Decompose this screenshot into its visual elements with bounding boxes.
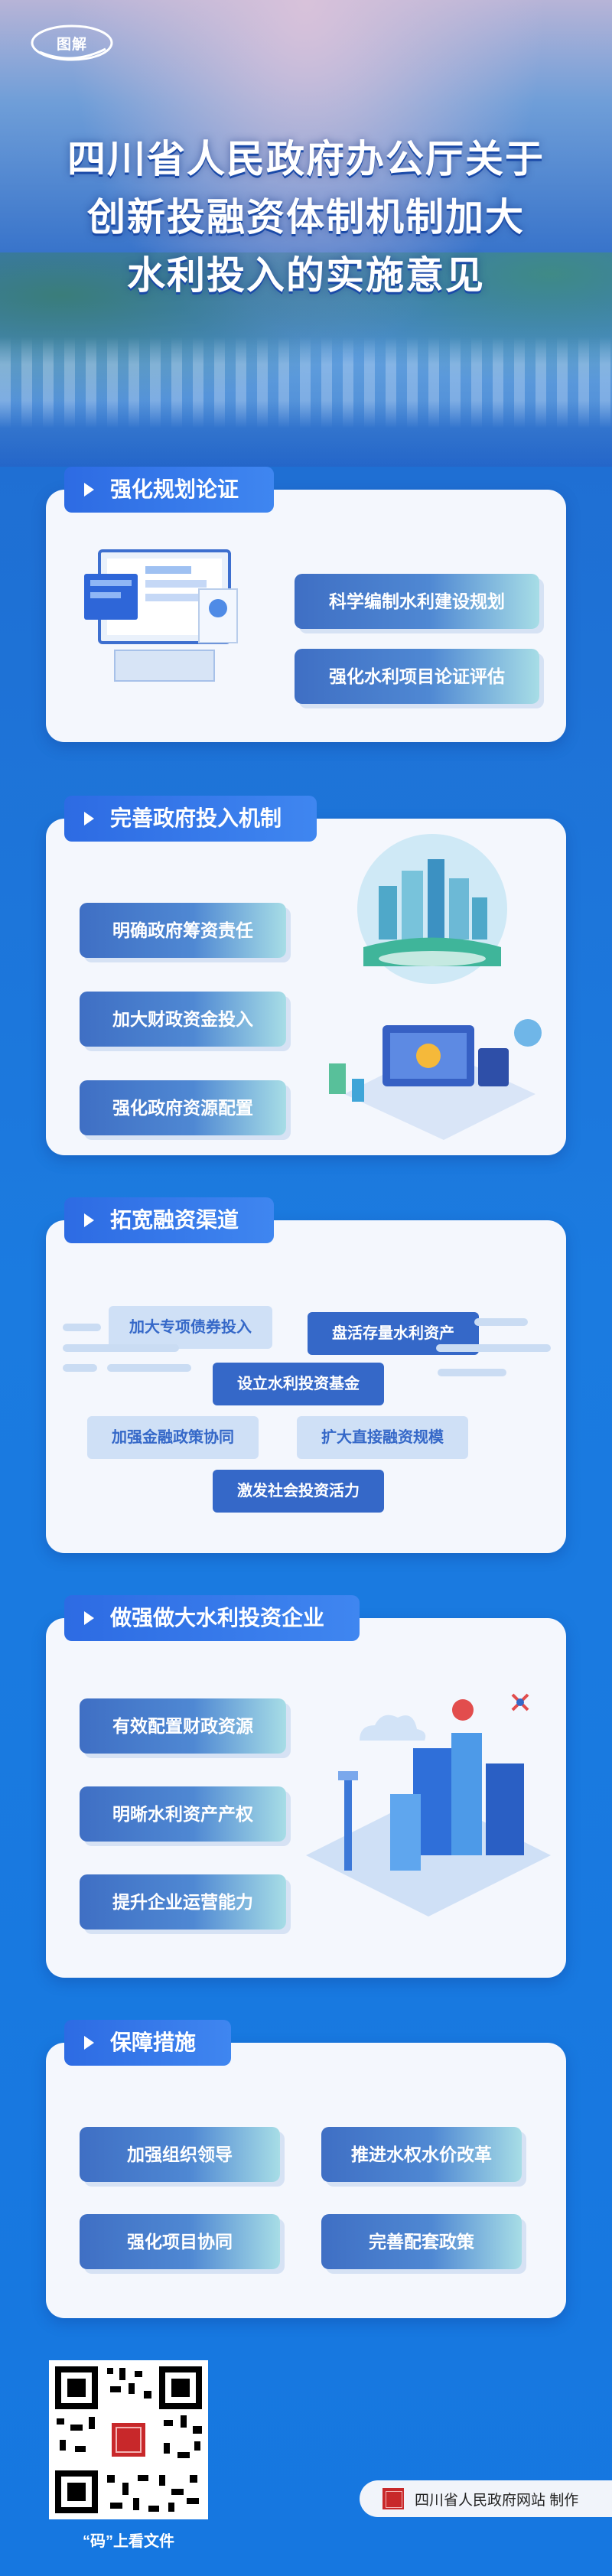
triangle-icon xyxy=(84,1611,94,1625)
title-line-2: 创新投融资体制机制加大 xyxy=(87,196,525,239)
section-heading: 保障措施 xyxy=(64,2020,232,2066)
item-planning-2: 强化水利项目论证评估 xyxy=(295,649,539,704)
logo-label: 图解 xyxy=(56,36,87,53)
item-gov-1: 明确政府筹资责任 xyxy=(80,903,286,958)
triangle-icon xyxy=(84,483,94,497)
item-finance-5: 扩大直接融资规模 xyxy=(297,1416,468,1459)
section-heading: 完善政府投入机制 xyxy=(64,796,317,842)
tujie-logo: 图解 xyxy=(29,21,115,64)
title-line-3: 水利投入的实施意见 xyxy=(127,254,485,297)
section-investment-enterprises: 做强做大水利投资企业 有效配置财政资源 明晰水利资产产权 提升企业运营能力 xyxy=(46,1595,566,1978)
mountain-backdrop xyxy=(0,252,612,467)
decor-bar xyxy=(63,1344,179,1352)
page-title: 四川省人民政府办公厅关于 创新投融资体制机制加大 水利投入的实施意见 xyxy=(0,130,612,304)
producer-label: 四川省人民政府网站 制作 xyxy=(415,2492,579,2509)
decor-bar xyxy=(474,1318,528,1326)
item-finance-3: 设立水利投资基金 xyxy=(213,1363,384,1405)
hero-banner xyxy=(0,0,612,467)
item-gov-2: 加大财政资金投入 xyxy=(80,992,286,1047)
item-safeguard-3: 强化项目协同 xyxy=(80,2214,280,2269)
triangle-icon xyxy=(84,812,94,826)
item-enterprise-1: 有效配置财政资源 xyxy=(80,1698,286,1754)
qr-code-icon[interactable] xyxy=(49,2360,208,2519)
section-government-investment: 完善政府投入机制 明确政府筹资责任 加大财政资金投入 强化政府资源配置 xyxy=(46,796,566,1155)
item-safeguard-1: 加强组织领导 xyxy=(80,2127,280,2182)
decor-bar xyxy=(63,1364,97,1372)
section-heading: 做强做大水利投资企业 xyxy=(64,1595,360,1641)
item-finance-1: 加大专项债券投入 xyxy=(109,1306,272,1349)
section-financing-channels: 拓宽融资渠道 加大专项债券投入 盘活存量水利资产 设立水利投资基金 加强金融政策… xyxy=(46,1197,566,1553)
item-planning-1: 科学编制水利建设规划 xyxy=(295,574,539,629)
seal-icon xyxy=(382,2488,404,2509)
decor-bar xyxy=(63,1324,101,1331)
triangle-icon xyxy=(84,2036,94,2050)
section-heading: 拓宽融资渠道 xyxy=(64,1197,275,1243)
decor-bar xyxy=(436,1344,551,1352)
section-heading: 强化规划论证 xyxy=(64,467,275,513)
section-planning: 强化规划论证 科学编制水利建设规划 强化水利项目论证评估 xyxy=(46,467,566,742)
workstation-illustration-icon xyxy=(329,1019,542,1140)
decor-bar xyxy=(438,1369,506,1376)
item-enterprise-3: 提升企业运营能力 xyxy=(80,1874,286,1930)
qr-caption: “码”上看文件 xyxy=(83,2533,174,2550)
item-enterprise-2: 明晰水利资产产权 xyxy=(80,1786,286,1842)
item-finance-4: 加强金融政策协同 xyxy=(87,1416,259,1459)
item-safeguard-2: 推进水权水价改革 xyxy=(321,2127,522,2182)
producer-credit: 四川省人民政府网站 制作 xyxy=(360,2480,612,2517)
title-line-1: 四川省人民政府办公厅关于 xyxy=(67,138,545,181)
dam-waterfall-image xyxy=(0,337,612,428)
item-safeguard-4: 完善配套政策 xyxy=(321,2214,522,2269)
decor-bar xyxy=(107,1364,191,1372)
data-center-illustration-icon xyxy=(306,1693,551,1917)
logo-oval-icon xyxy=(31,24,113,61)
monitor-illustration-icon xyxy=(84,549,238,682)
item-finance-6: 激发社会投资活力 xyxy=(213,1470,384,1513)
triangle-icon xyxy=(84,1213,94,1227)
city-illustration-icon xyxy=(357,834,507,984)
item-gov-3: 强化政府资源配置 xyxy=(80,1080,286,1135)
section-safeguards: 保障措施 加强组织领导 推进水权水价改革 强化项目协同 完善配套政策 xyxy=(46,2020,566,2318)
